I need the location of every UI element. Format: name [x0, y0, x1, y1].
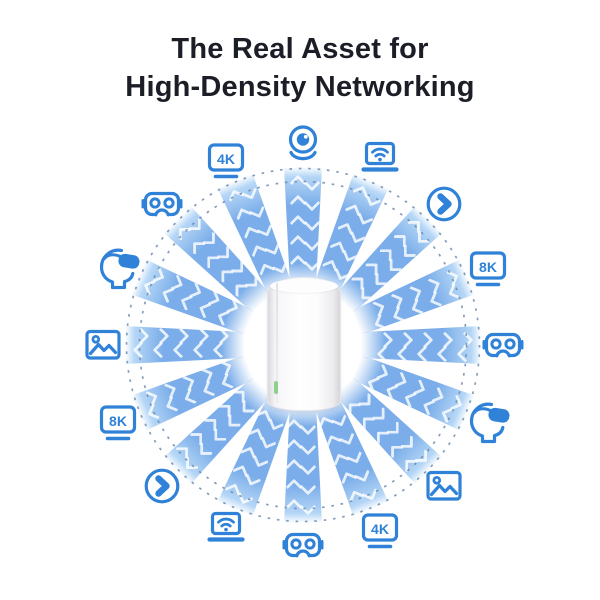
vr-goggles-icon-svg [282, 532, 324, 558]
monitor-icon-svg: 8K [100, 404, 137, 440]
svg-text:4K: 4K [371, 521, 389, 537]
vr-goggles-icon [479, 321, 527, 369]
vr-headset-user-icon-svg [100, 249, 140, 290]
vr-headset-user-icon-svg [469, 402, 510, 443]
laptop-wifi-icon [356, 136, 404, 184]
webcam-icon-svg [288, 125, 318, 161]
svg-text:8K: 8K [109, 413, 127, 429]
svg-text:4K: 4K [218, 151, 236, 167]
mesh-router-device [267, 277, 341, 411]
router-panel-seam [276, 283, 278, 403]
monitor-icon-svg: 8K [469, 251, 506, 287]
dashed-ring-inner [138, 180, 468, 510]
laptop-wifi-icon-svg [360, 142, 399, 172]
photo-icon [79, 321, 127, 369]
photo-icon-svg [426, 471, 463, 502]
title-line-1: The Real Asset for [171, 33, 429, 65]
monitor-icon: 4K [356, 506, 404, 554]
vr-headset-user-icon [464, 398, 512, 446]
webcam-icon [279, 121, 327, 169]
monitor-icon-svg: 4K [361, 513, 398, 549]
svg-text:8K: 8K [479, 259, 497, 275]
play-icon-svg [144, 469, 179, 504]
play-icon [138, 462, 186, 510]
monitor-icon: 8K [94, 398, 142, 446]
monitor-icon: 8K [464, 244, 512, 292]
photo-icon [420, 462, 468, 510]
vr-goggles-icon [279, 521, 327, 569]
monitor-icon-svg: 4K [208, 143, 245, 179]
vr-goggles-icon-svg [482, 332, 524, 358]
vr-headset-user-icon [94, 244, 142, 292]
vr-goggles-icon-svg [141, 191, 183, 217]
router-top-panel [270, 279, 338, 293]
photo-icon-svg [85, 329, 121, 360]
play-icon-svg [427, 186, 462, 221]
title-line-2: High-Density Networking [125, 71, 475, 103]
monitor-icon: 4K [202, 136, 250, 184]
play-icon [420, 180, 468, 228]
vr-goggles-icon [138, 180, 186, 228]
dashed-ring-outer [125, 167, 481, 523]
router-status-led [274, 381, 278, 394]
data-beam [284, 167, 322, 287]
laptop-wifi-icon [202, 506, 250, 554]
laptop-wifi-icon-svg [207, 511, 246, 542]
